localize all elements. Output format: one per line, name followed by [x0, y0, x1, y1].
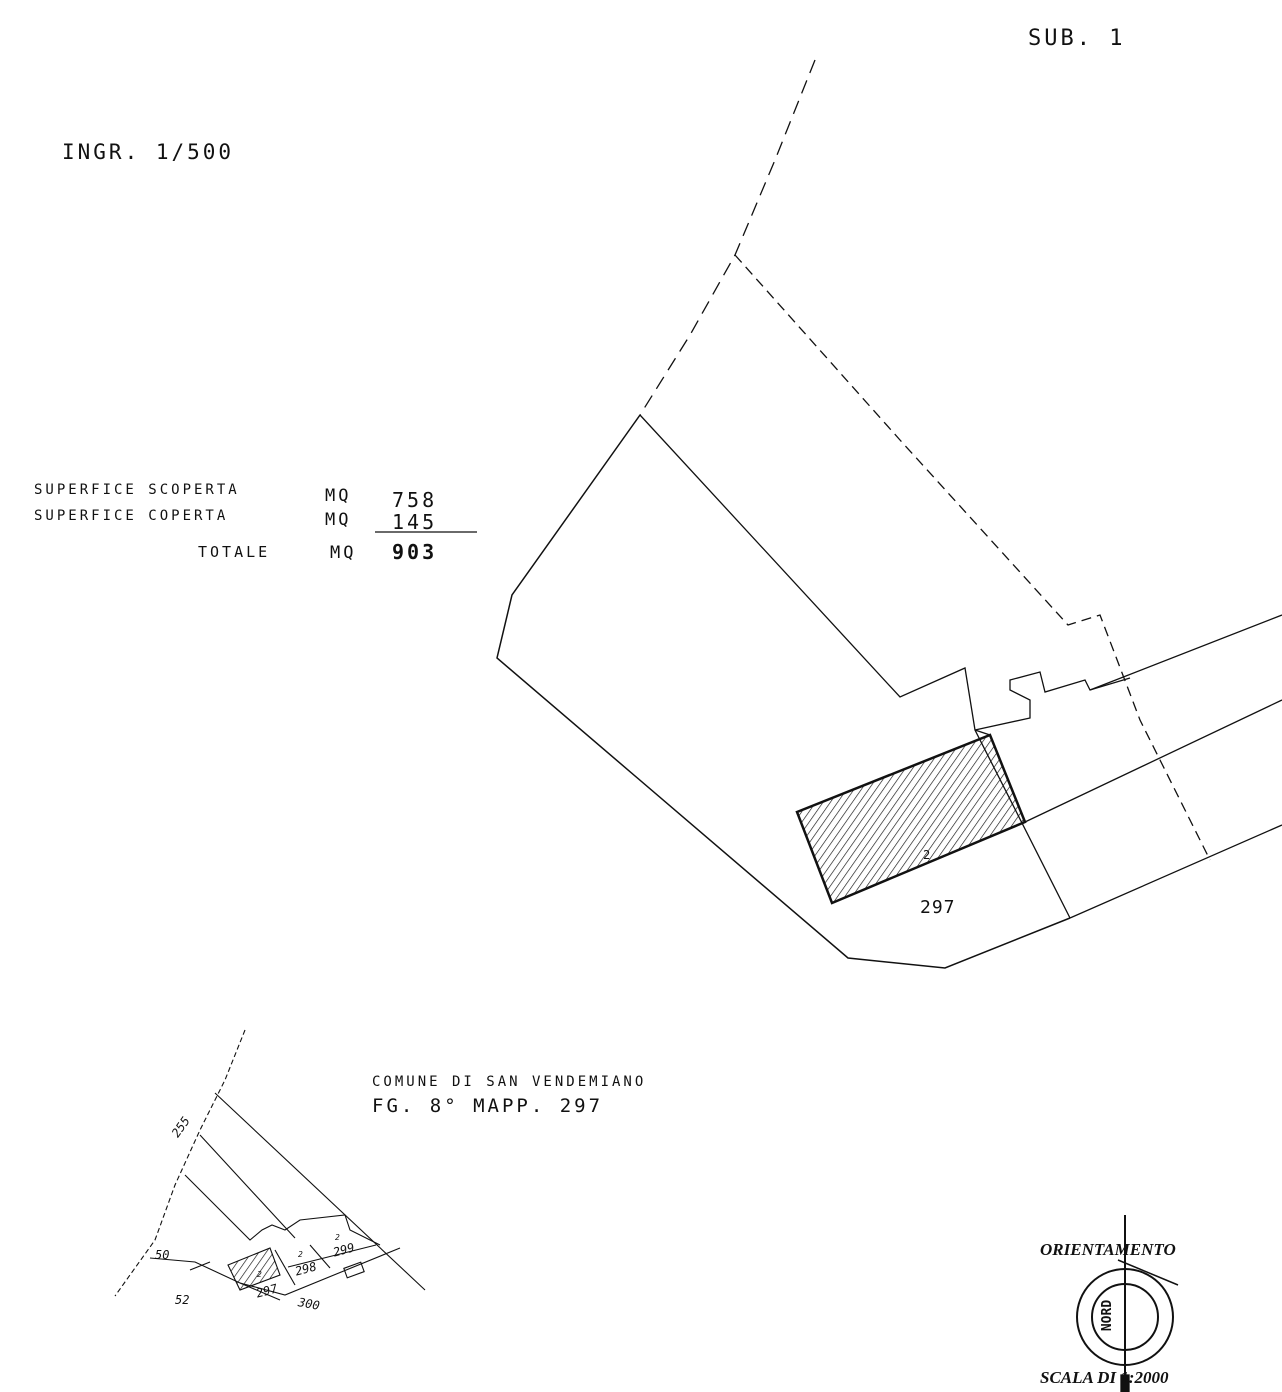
north-arrow-symbol: [1076, 1215, 1179, 1392]
key-marker: 2: [298, 1250, 303, 1259]
building-marker: 2: [923, 848, 934, 862]
location-municipality: COMUNE DI SAN VENDEMIANO: [372, 1074, 647, 1090]
area-value-coperta: 145: [392, 510, 438, 534]
sub-label: SUB. 1: [1028, 26, 1126, 51]
parcel-297-outline: [496, 414, 1071, 969]
area-value-scoperta: 758: [392, 488, 438, 512]
area-unit-scoperta: MQ: [325, 486, 352, 506]
key-marker: 2: [257, 1270, 262, 1279]
area-label-coperta: SUPERFICE COPERTA: [34, 508, 229, 524]
key-marker: 2: [335, 1233, 340, 1242]
scale-label: INGR. 1/500: [62, 140, 235, 164]
orientation-scale: SCALA DI 1:2000: [1040, 1368, 1169, 1387]
area-value-totale: 903: [392, 540, 438, 564]
location-sheet: FG. 8° MAPP. 297: [372, 1095, 604, 1117]
orientation-title: ORIENTAMENTO: [1040, 1240, 1176, 1259]
boundary-dashed-inner: [734, 254, 1211, 861]
north-label: NORD: [1100, 1299, 1116, 1332]
building-hatched: [795, 733, 1027, 905]
key-parcel-50: 50: [155, 1248, 170, 1262]
key-map-drawing: [114, 1029, 426, 1301]
parcel-number: 297: [920, 897, 956, 918]
neighbour-building-outline: [974, 671, 1131, 731]
key-parcel-52: 52: [175, 1293, 190, 1307]
area-unit-coperta: MQ: [325, 510, 352, 530]
area-label-scoperta: SUPERFICE SCOPERTA: [34, 482, 240, 498]
boundary-dashed-west: [639, 59, 816, 416]
area-unit-totale: MQ: [330, 543, 357, 563]
area-label-totale: TOTALE: [198, 543, 271, 561]
